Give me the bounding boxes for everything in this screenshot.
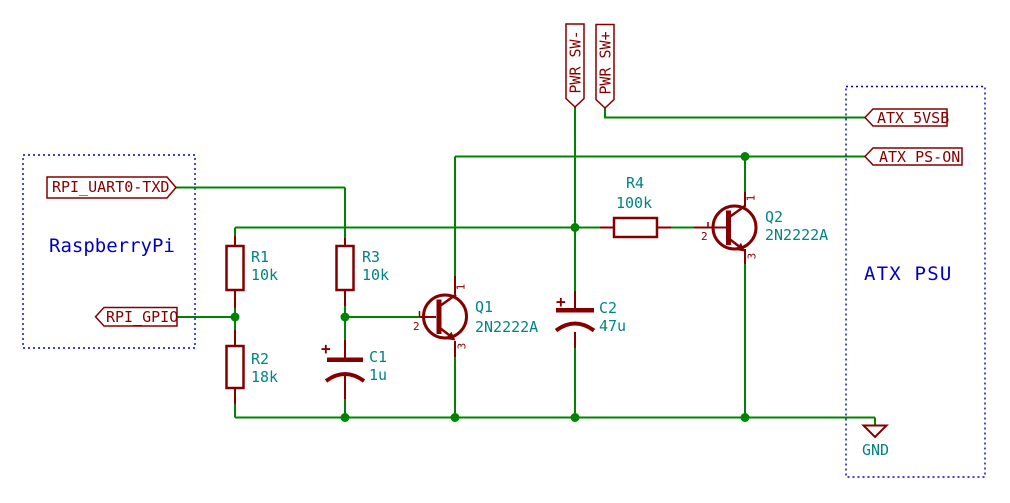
q2-emitter-arrow [735,242,745,252]
q1-emitter-arrow [446,331,456,341]
resistor-r3-symbol [335,244,355,292]
junction-rail-q2 [740,413,750,422]
junction-q2-collector [740,152,750,161]
capacitor-c1-symbol [324,357,366,383]
q2-collector-line [728,204,747,219]
q1-body [422,293,468,340]
resistor-r4-symbol [612,216,659,239]
c2-plus-mark: + [556,292,566,311]
wire-r1-top-bus [234,226,600,236]
global-label-atx-5vsb-outline [863,108,948,127]
q2-ref: Q2 [765,208,784,226]
block-raspberrypi-outline [22,154,196,349]
c1-plate-negative [324,372,366,383]
r1-value: 10k [251,266,279,284]
r4-value: 100k [616,194,653,212]
q1-pin1-number: 1 [454,283,468,291]
net-label-pwr-sw-plus: PWR_SW+ [596,31,615,95]
c1-plus-mark: + [321,339,331,358]
gnd-symbol [861,424,889,439]
c2-ref: C2 [599,299,618,317]
q1-ref: Q1 [475,298,494,316]
r2-value: 18k [251,368,279,386]
r3-ref: R3 [362,248,381,266]
c2-value: 47u [599,317,627,335]
wire-q1-collector-ps-on [454,155,865,276]
junction-rail-q1 [450,413,460,422]
q1-base-bar [436,299,442,334]
global-label-atx-ps-on-outline [863,147,963,166]
raspberrypi-block-title: RaspberryPi [49,235,175,257]
wire-r3-c1-q1-base [344,306,420,340]
junction-r3-c1-base [340,312,350,322]
global-label-rpi-gpio-outline [94,306,178,327]
global-label-rpi-uart0-txd-outline [46,176,177,199]
pin-ticks [418,222,709,317]
q2-value: 2N2222A [765,226,829,244]
global-label-pwr-sw-plus-outline [595,23,615,110]
junction-gpio-divider [230,312,240,322]
transistor-q1-symbol [422,293,468,341]
pins-q2 [694,192,746,264]
r2-ref: R2 [251,350,270,368]
junction-rail-c2 [570,413,580,422]
q1-pin2-number: 2 [413,320,420,333]
r4-ref: R4 [626,174,645,192]
c1-ref: C1 [369,348,388,366]
q2-body [711,204,758,251]
r1-ref: R1 [251,248,270,266]
c1-value: 1u [369,366,388,384]
q2-pin2-number: 2 [701,230,708,243]
q1-value: 2N2222A [475,318,539,336]
junction-rail-c1 [340,413,350,422]
c2-plate-negative [554,321,596,333]
gnd-label: GND [862,441,890,459]
atx-psu-block-title: ATX PSU [864,263,953,285]
net-label-pwr-sw-minus: PWR_SW- [566,30,585,94]
transistor-q2-symbol [711,204,758,252]
r3-value: 10k [362,266,390,284]
net-label-atx-ps-on: ATX_PS-ON [879,148,961,166]
global-label-pwr-sw-minus-outline [565,23,585,109]
c2-plate-positive [556,308,594,313]
q1-collector-line [439,293,457,308]
wire-uart-to-r3 [175,186,346,238]
q2-pin1-number: 1 [744,194,758,202]
net-label-rpi-uart0-txd: RPI_UART0-TXD [52,178,170,196]
net-label-rpi-gpio: RPI_GPIO [106,308,179,326]
q1-pin3-number: 3 [455,342,469,350]
junction-swminus-r4 [570,223,580,232]
q2-pin3-number: 3 [745,252,759,260]
resistor-r2-symbol [225,344,245,390]
capacitor-c2-symbol [554,308,596,333]
c1-plate-positive [327,357,363,362]
wire-ground-rail [234,404,875,419]
net-label-atx-5vsb: ATX_5VSB [877,109,950,127]
q2-base-bar [726,210,731,245]
wire-pwr-sw-plus-5vsb [604,108,865,119]
resistor-r1-symbol [225,244,245,292]
